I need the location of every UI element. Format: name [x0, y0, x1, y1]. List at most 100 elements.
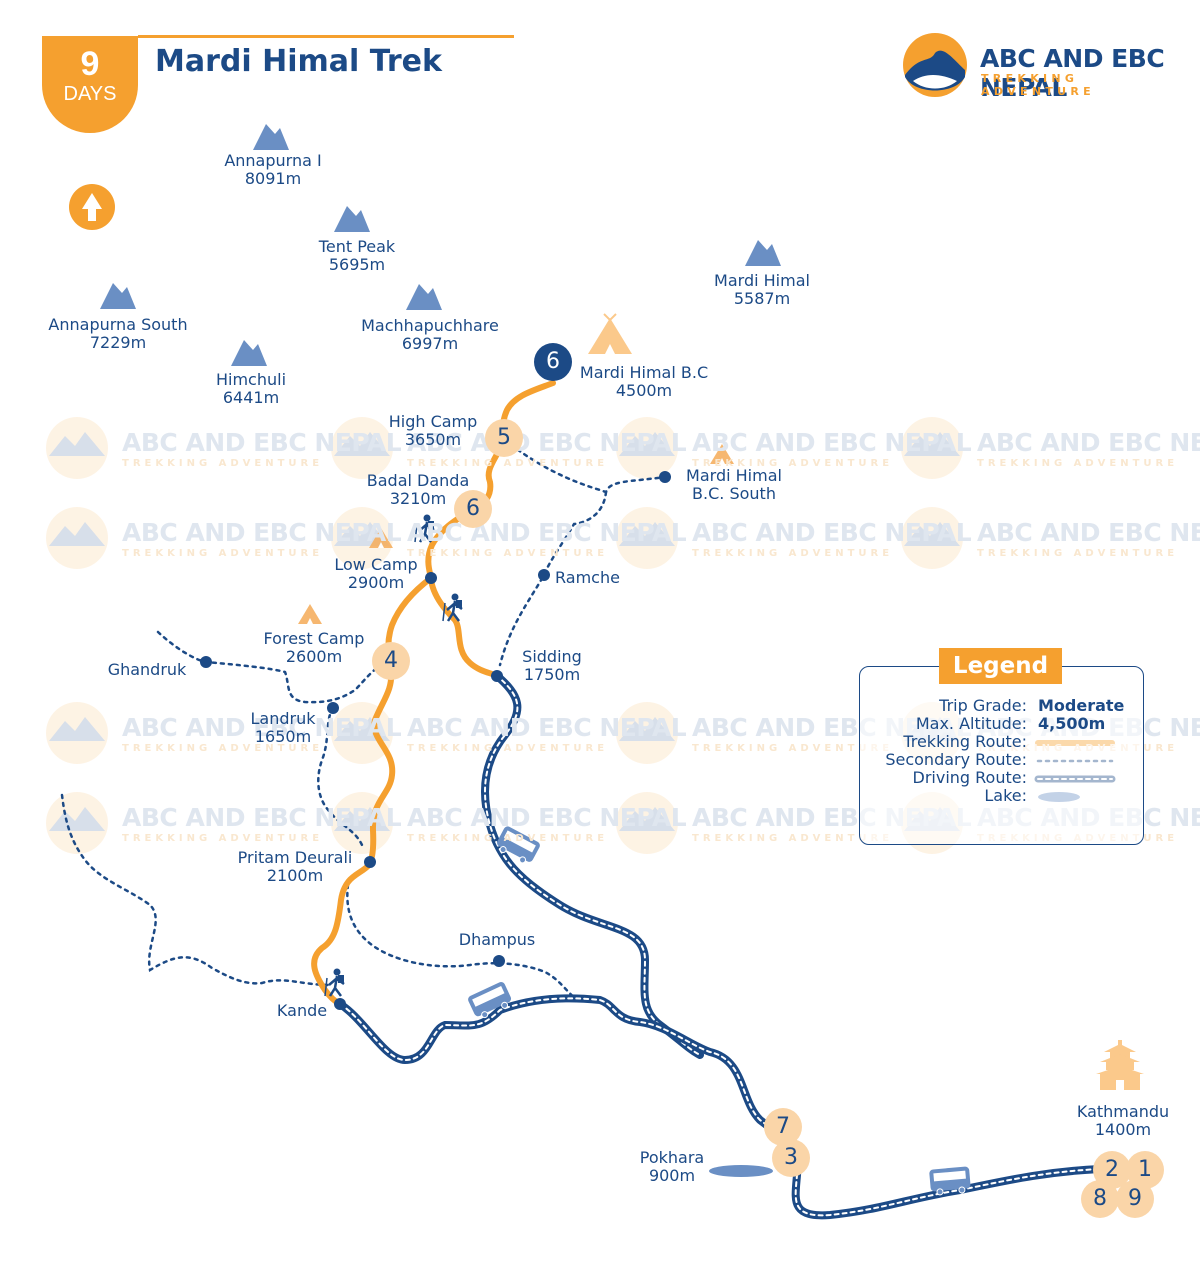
place-dots	[200, 471, 671, 1010]
temple-icon	[1096, 1040, 1144, 1090]
legend-value: Moderate	[1038, 696, 1125, 715]
brand-logo-icon	[903, 33, 967, 97]
days-number: 9	[80, 45, 100, 83]
watermark-text: ABC AND EBC NEPAL	[977, 518, 1200, 547]
bus-icon	[468, 981, 512, 1019]
day-marker: 2	[1093, 1151, 1131, 1189]
day-marker: 6	[534, 343, 572, 381]
watermark-text: TREKKING ADVENTURE	[122, 458, 324, 469]
watermark-text: TREKKING ADVENTURE	[122, 548, 324, 559]
watermark-text: TREKKING ADVENTURE	[692, 458, 894, 469]
watermark-text: TREKKING ADVENTURE	[977, 458, 1179, 469]
hiker-icon	[442, 593, 463, 622]
legend-value: 4,500m	[1038, 714, 1106, 733]
bus-icon	[929, 1166, 971, 1196]
watermark-text: TREKKING ADVENTURE	[977, 548, 1179, 559]
watermark-text: TREKKING ADVENTURE	[692, 743, 894, 754]
legend-key: Lake:	[984, 786, 1027, 805]
day-marker: 4	[372, 642, 410, 680]
bus-icon	[497, 826, 540, 864]
watermark-text: ABC AND EBC NEPAL	[692, 428, 972, 457]
header-rule	[138, 35, 514, 38]
watermark-text: TREKKING ADVENTURE	[407, 548, 609, 559]
watermark-text: ABC AND EBC NEPAL	[407, 713, 687, 742]
legend-key: Max. Altitude:	[915, 714, 1027, 733]
mountain-icon	[745, 240, 781, 266]
brand-name: ABC AND EBC NEPAL	[980, 44, 1165, 102]
hiker-icon	[324, 968, 345, 997]
place-label-kande: Kande	[276, 1001, 328, 1020]
tent-icon	[710, 444, 734, 464]
mountain-icon	[100, 283, 136, 309]
legend-key: Trekking Route:	[903, 732, 1027, 751]
watermark-text: ABC AND EBC NEPAL	[407, 428, 687, 457]
place-label-dhampus: Dhampus	[458, 930, 536, 949]
watermark-text: TREKKING ADVENTURE	[692, 548, 894, 559]
mountain-icon	[231, 340, 267, 366]
legend-key: Trip Grade:	[939, 696, 1027, 715]
day-marker: 5	[485, 419, 523, 457]
watermark-text: ABC AND EBC NEPAL	[977, 428, 1200, 457]
pokhara-lake	[709, 1165, 773, 1177]
tent-icon	[588, 313, 632, 354]
watermark-text: TREKKING ADVENTURE	[122, 743, 324, 754]
watermark-logos	[46, 417, 963, 854]
hiker-icon	[414, 514, 435, 543]
watermark-text: ABC AND EBC NEPAL	[692, 518, 972, 547]
watermark-text: ABC AND EBC NEPAL	[122, 428, 402, 457]
north-arrow-icon	[69, 184, 115, 230]
mountain-icon	[253, 124, 289, 150]
legend-key: Driving Route:	[912, 768, 1027, 787]
days-label: DAYS	[63, 83, 117, 105]
watermark-text: ABC AND EBC NEPAL	[122, 518, 402, 547]
driving-routes	[336, 671, 1104, 1220]
watermark-text: ABC AND EBC NEPAL	[407, 518, 687, 547]
hiker-icons	[324, 514, 463, 997]
day-marker: 8	[1081, 1180, 1119, 1218]
secondary-routes	[60, 438, 667, 1000]
legend-title: Legend	[939, 648, 1062, 684]
watermark-text: TREKKING ADVENTURE	[407, 833, 609, 844]
day-marker: 6	[454, 490, 492, 528]
watermark-text: ABC AND EBC NEPAL	[407, 803, 687, 832]
watermark-text: TREKKING ADVENTURE	[407, 458, 609, 469]
bus-icons	[468, 826, 971, 1196]
peak-icons	[100, 124, 781, 366]
day-marker: 3	[772, 1139, 810, 1177]
watermark-text: TREKKING ADVENTURE	[122, 833, 324, 844]
tent-icon	[298, 604, 322, 624]
mountain-icon	[334, 206, 370, 232]
legend-box	[859, 666, 1144, 845]
place-label-ramche: Ramche	[555, 568, 620, 587]
legend-key: Secondary Route:	[885, 750, 1027, 769]
brand-tagline: TREKKING ADVENTURE	[981, 72, 1095, 98]
days-badge: 9 DAYS	[42, 36, 138, 133]
watermark-text: TREKKING ADVENTURE	[407, 743, 609, 754]
place-label-ghandruk: Ghandruk	[107, 660, 187, 679]
camp-icons	[298, 313, 734, 624]
watermark-text: ABC AND EBC NEPAL	[122, 713, 402, 742]
tent-icon	[369, 528, 393, 548]
mountain-icon	[406, 284, 442, 310]
page-title: Mardi Himal Trek	[155, 44, 442, 79]
watermark-text: TREKKING ADVENTURE	[692, 833, 894, 844]
day-marker: 9	[1116, 1180, 1154, 1218]
